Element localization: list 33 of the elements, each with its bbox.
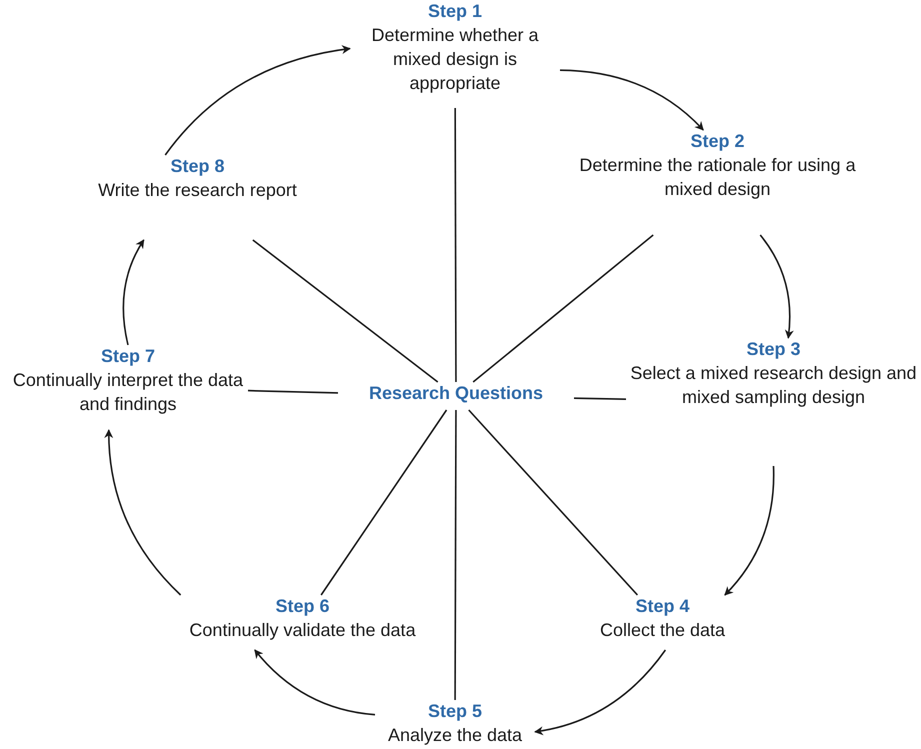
curved-arrow	[534, 650, 666, 735]
step-description: Determine the rationale for using a mixed design	[578, 154, 857, 201]
curved-arrow	[122, 239, 144, 346]
connector-line	[468, 409, 638, 596]
connector-line	[454, 108, 457, 382]
step-heading: Step 8	[170, 155, 225, 178]
curved-arrow	[760, 234, 794, 339]
curved-arrow	[560, 69, 704, 131]
step-heading: Step 7	[100, 345, 156, 368]
curved-arrow	[254, 649, 376, 716]
step-description: Determine whether a mixed design is appropriate	[370, 24, 540, 95]
step-heading: Step 6	[275, 595, 330, 618]
step-heading: Step 3	[746, 338, 801, 361]
connector-line	[454, 410, 457, 700]
connector-line	[320, 410, 448, 596]
step-heading: Step 5	[428, 700, 482, 723]
connector-line	[248, 390, 338, 394]
step-heading: Step 4	[635, 595, 690, 618]
curved-arrow	[164, 45, 351, 156]
curved-arrow	[724, 466, 774, 596]
curved-arrow	[104, 429, 182, 596]
step-description: Continually interpret the data and findings	[12, 369, 244, 416]
step-description: Analyze the data	[388, 724, 522, 747]
step-heading: Step 1	[428, 0, 482, 23]
step-description: Select a mixed research design and mixed sampling design	[629, 362, 918, 409]
connector-line	[574, 397, 626, 400]
step-description: Continually validate the data	[189, 619, 416, 642]
step-heading: Step 2	[690, 130, 745, 153]
center-label: Research Questions	[368, 382, 544, 405]
step-description: Write the research report	[98, 179, 297, 202]
connector-line	[252, 239, 438, 383]
connector-line	[472, 234, 654, 383]
step-description: Collect the data	[600, 619, 726, 642]
